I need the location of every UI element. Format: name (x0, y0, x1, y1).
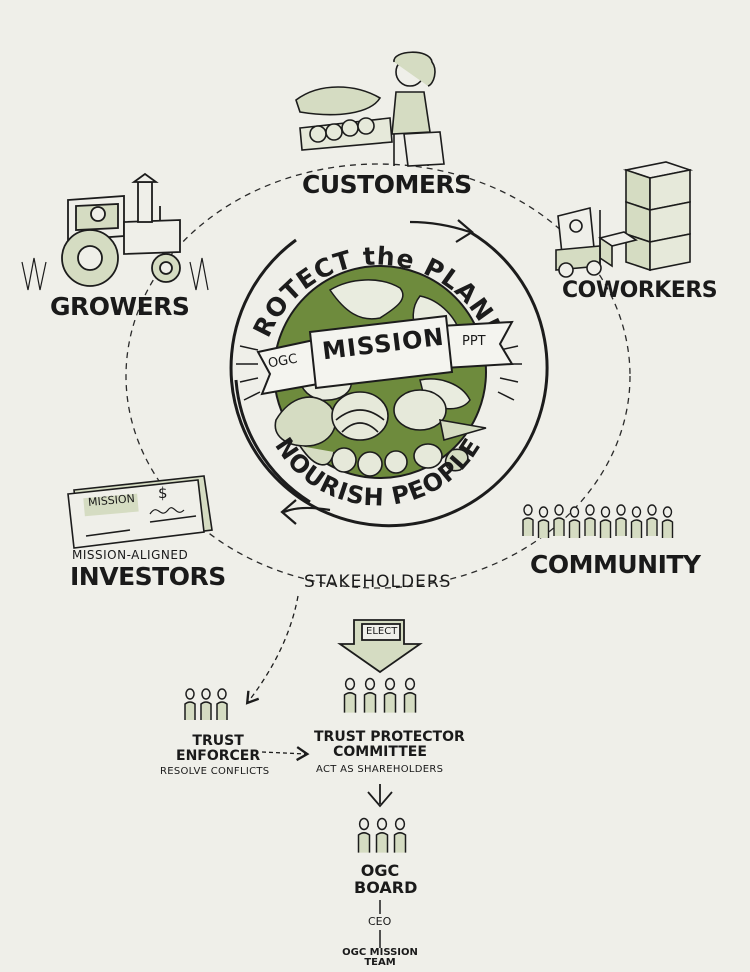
investors-sub-label: MISSION-ALIGNED (72, 548, 188, 562)
trust-enforcer-sub: RESOLVE CONFLICTS (160, 766, 269, 777)
investors-label: INVESTORS (70, 562, 226, 591)
growers-label: GROWERS (50, 292, 189, 321)
trust-enforcer-title: TRUST ENFORCER (176, 734, 260, 764)
board-title: OGC BOARD (354, 862, 406, 896)
committee-line1: TRUST PROTECTOR (314, 730, 446, 745)
community-label: COMMUNITY (530, 550, 701, 579)
shopper-icon (296, 52, 444, 166)
board-line2: BOARD (354, 879, 406, 896)
board-person (359, 819, 370, 853)
trust-enforcer-line2: ENFORCER (176, 749, 260, 764)
ceo-label: CEO (368, 915, 391, 928)
trust-enforcer-line1: TRUST (176, 734, 260, 749)
enforcer-to-committee-arrow (262, 752, 306, 754)
crowd-person (523, 505, 533, 536)
crowd-person (616, 505, 626, 536)
crowd-person (601, 507, 611, 538)
coworkers-label: COWORKERS (562, 278, 717, 303)
crowd-person (632, 507, 642, 538)
board-person (377, 819, 388, 853)
enforcer-person (201, 689, 211, 720)
enforcer-dashed-arrow (248, 596, 298, 702)
enforcer-person (217, 689, 227, 720)
crowd-person (570, 507, 580, 538)
committee-line2: COMMITTEE (314, 745, 446, 760)
crowd-icon (523, 505, 673, 538)
team-title: OGC MISSION TEAM (342, 948, 418, 968)
elect-label: ELECT (366, 626, 397, 637)
crowd-person (539, 507, 549, 538)
committee-person (385, 679, 396, 713)
board-person (395, 819, 406, 853)
check-amount: $ (158, 484, 168, 502)
crowd-person (663, 507, 673, 538)
crowd-person (554, 505, 564, 536)
tractor-icon (22, 174, 208, 290)
enforcer-person (185, 689, 195, 720)
stakeholders-label: STAKEHOLDERS (304, 572, 451, 592)
ppt-tag: PPT (462, 334, 486, 349)
committee-person (345, 679, 356, 713)
team-line2: TEAM (342, 958, 418, 968)
committee-person (405, 679, 416, 713)
board-line1: OGC (354, 862, 406, 879)
committee-person (365, 679, 376, 713)
committee-title: TRUST PROTECTOR COMMITTEE (314, 730, 446, 760)
crowd-person (647, 505, 657, 536)
forklift-icon (556, 162, 690, 277)
check-icon (68, 476, 212, 548)
committee-sub: ACT AS SHAREHOLDERS (316, 764, 443, 775)
crowd-person (585, 505, 595, 536)
customers-label: CUSTOMERS (302, 170, 472, 199)
